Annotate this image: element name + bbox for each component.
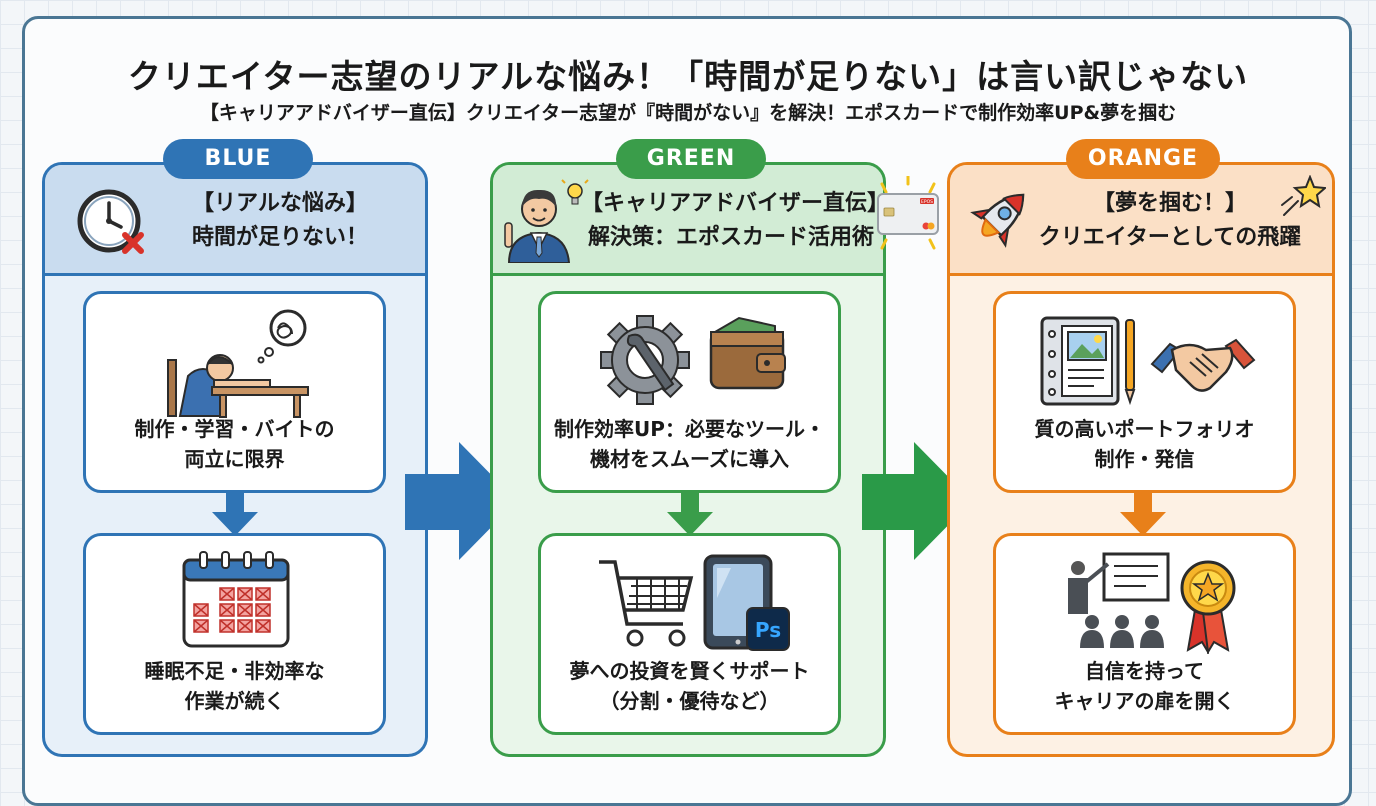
orange-card-1: 質の高いポートフォリオ 制作・発信 xyxy=(993,291,1296,493)
blue-card1-line2: 両立に限界 xyxy=(184,447,285,471)
portfolio-handshake-icon xyxy=(1040,316,1256,406)
card-brand-text: EPOS xyxy=(921,199,933,205)
presentation-medal-icon xyxy=(1068,552,1236,654)
panel-blue-header: BLUE 【リアルな悩み】 時間が足りない！ xyxy=(45,139,425,276)
orange-card1-line1: 質の高いポートフォリオ xyxy=(1034,417,1255,441)
blue-head-line1: 【リアルな悩み】 xyxy=(192,191,368,216)
green-head-line2: 解決策：エポスカード活用術 xyxy=(587,225,874,250)
cart-tablet-icon: Ps xyxy=(599,554,790,651)
tag-blue: BLUE xyxy=(163,139,313,179)
orange-card1-line2: 制作・発信 xyxy=(1094,447,1195,471)
blue-card-2: 睡眠不足・非効率な 作業が続く xyxy=(83,533,386,735)
panel-blue: BLUE 【リアルな悩み】 時間が足りない！ xyxy=(42,139,428,757)
exhausted-person-icon xyxy=(167,309,309,418)
orange-card-2: 自信を持って キャリアの扉を開く xyxy=(993,533,1296,735)
main-title: クリエイター志望のリアルな悩み！「時間が足りない」は言い訳じゃない xyxy=(127,57,1249,96)
orange-down-arrow-icon xyxy=(1120,490,1166,536)
panel-green-header: GREEN 【キャリアアドバイザー直伝】 解決策：エポスカード活用術 xyxy=(493,139,890,276)
green-card1-line2: 機材をスムーズに導入 xyxy=(590,447,789,471)
tag-orange: ORANGE xyxy=(1066,139,1220,179)
gear-wrench-wallet-icon xyxy=(600,315,786,405)
blue-down-arrow-icon xyxy=(212,490,258,536)
blue-card2-line1: 睡眠不足・非効率な xyxy=(144,659,325,683)
subtitle: 【キャリアアドバイザー直伝】クリエイター志望が『時間がない』を解決！エポスカード… xyxy=(199,102,1177,124)
green-card2-line1: 夢への投資を賢くサポート xyxy=(569,659,810,683)
panel-orange: ORANGE 【夢を掴む！】 クリエイターとしての飛躍 xyxy=(947,139,1335,757)
panel-orange-header: ORANGE 【夢を掴む！】 クリエイターとしての飛躍 xyxy=(950,139,1332,276)
tag-green: GREEN xyxy=(616,139,766,179)
orange-head-line1: 【夢を掴む！】 xyxy=(1092,191,1247,216)
shooting-star-icon xyxy=(1281,175,1326,216)
orange-card2-line2: キャリアの扉を開く xyxy=(1054,689,1235,713)
blue-card2-line2: 作業が続く xyxy=(184,689,285,713)
green-head-line1: 【キャリアアドバイザー直伝】 xyxy=(581,191,890,216)
calendar-x-icon xyxy=(182,551,290,648)
flow-arrow-blue-to-green-icon xyxy=(405,442,517,560)
orange-card2-line1: 自信を持って xyxy=(1085,659,1204,683)
flow-arrow-green-to-orange-icon xyxy=(862,442,972,560)
credit-card-icon: EPOS xyxy=(877,176,939,250)
blue-card1-line1: 制作・学習・バイトの xyxy=(134,417,335,441)
green-card1-line1: 制作効率UP：必要なツール・ xyxy=(554,417,825,441)
orange-head-line2: クリエイターとしての飛躍 xyxy=(1038,225,1302,250)
blue-head-line2: 時間が足りない！ xyxy=(191,225,368,250)
green-card-2: Ps 夢への投資を賢くサポート （分割・優待など） xyxy=(538,533,841,735)
green-down-arrow-icon xyxy=(667,490,713,536)
app-badge-text: Ps xyxy=(755,618,781,642)
green-card2-line2: （分割・優待など） xyxy=(599,689,780,713)
clock-x-icon xyxy=(77,189,144,254)
panel-green: GREEN 【キャリアアドバイザー直伝】 解決策：エポスカード活用術 xyxy=(490,139,890,757)
advisor-icon xyxy=(504,179,589,263)
green-card-1: 制作効率UP：必要なツール・ 機材をスムーズに導入 xyxy=(538,291,841,493)
blue-card-1: 制作・学習・バイトの 両立に限界 xyxy=(83,291,386,493)
rocket-icon xyxy=(970,193,1025,248)
